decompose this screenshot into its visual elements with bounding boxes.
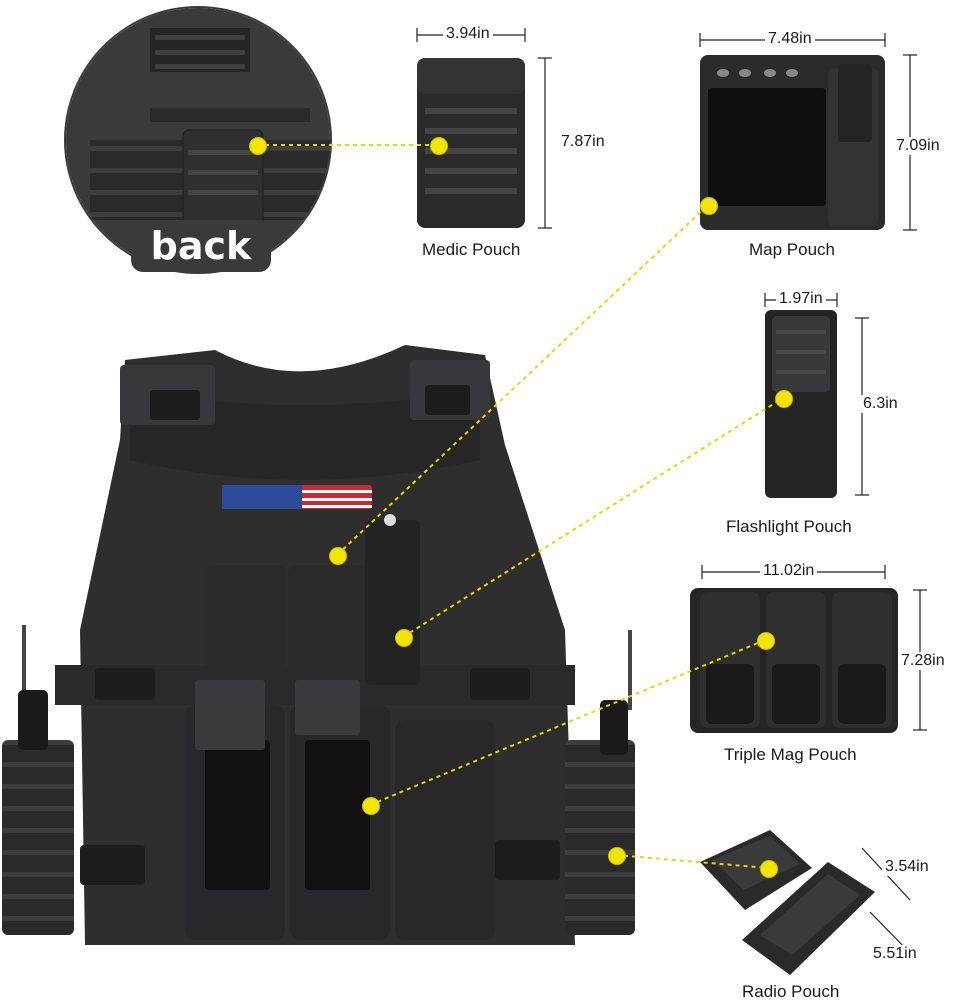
- triple-mag-pouch-label: Triple Mag Pouch: [724, 745, 857, 764]
- triple-mag-pouch-image: [690, 588, 898, 733]
- marker-dot-flashlight: [775, 390, 793, 408]
- medic-pouch-width: 3.94in: [443, 25, 493, 43]
- map-pouch-image: [700, 55, 885, 230]
- flashlight-pouch-height: 6.3in: [860, 395, 901, 413]
- marker-dot-map: [700, 197, 718, 215]
- leader-lines: [257, 144, 784, 869]
- marker-dot-radio-vest: [608, 847, 626, 865]
- marker-dot-mag: [757, 632, 775, 650]
- marker-dot-radio: [760, 860, 778, 878]
- flashlight-pouch-label: Flashlight Pouch: [726, 517, 852, 536]
- flashlight-pouch-image: [765, 310, 837, 498]
- flashlight-pouch-width: 1.97in: [776, 290, 826, 308]
- marker-dot-flashlight-vest: [395, 629, 413, 647]
- vest-front-image: [2, 345, 635, 945]
- marker-dot-medic: [430, 137, 448, 155]
- medic-pouch-label: Medic Pouch: [422, 240, 521, 259]
- map-pouch-label: Map Pouch: [749, 240, 835, 259]
- radio-pouch-image: [700, 830, 875, 975]
- radio-pouch-label: Radio Pouch: [742, 982, 840, 1001]
- back-view-inset: [64, 6, 332, 274]
- triple-mag-pouch-width: 11.02in: [760, 562, 818, 580]
- back-badge: back: [131, 220, 271, 272]
- marker-dot-mag-vest: [362, 797, 380, 815]
- radio-pouch-width: 3.54in: [882, 858, 932, 876]
- marker-dot-back: [249, 137, 267, 155]
- medic-pouch-image: [417, 58, 525, 228]
- triple-mag-pouch-height: 7.28in: [898, 652, 948, 670]
- map-pouch-height: 7.09in: [893, 137, 943, 155]
- map-pouch-width: 7.48in: [765, 30, 815, 48]
- medic-pouch-height: 7.87in: [558, 133, 608, 151]
- marker-dot-map-vest: [329, 547, 347, 565]
- radio-pouch-height: 5.51in: [870, 945, 920, 963]
